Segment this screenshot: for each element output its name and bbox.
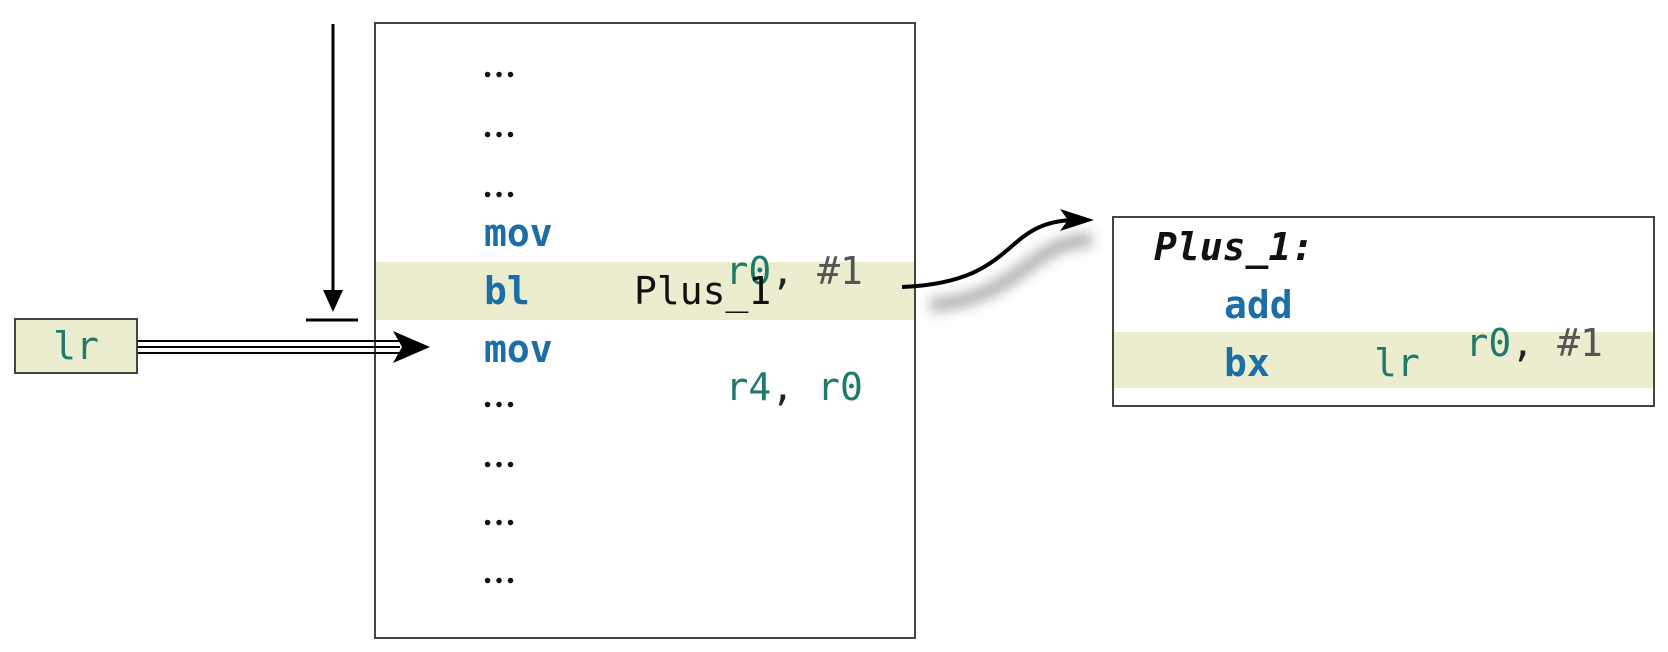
subroutine-box: Plus_1: add r0, #1 bx lr	[1112, 216, 1655, 407]
operand-separator: ,	[771, 249, 795, 293]
bl-opcode: bl	[484, 269, 530, 313]
return-address-arrow	[138, 331, 430, 363]
branch-arrow-shadow	[929, 233, 1093, 312]
operand-immediate: #1	[817, 249, 863, 293]
bl-target-label: Plus_1	[634, 269, 772, 313]
bx-highlight-band	[1114, 332, 1653, 388]
program-counter-arrow	[306, 24, 358, 322]
bx-operand-lr: lr	[1374, 341, 1420, 385]
mov-operands-1: r0, #1	[634, 214, 863, 328]
link-register-label: lr	[53, 324, 99, 368]
operand-r0: r0	[725, 249, 772, 293]
operand-r4: r4	[725, 365, 772, 409]
subroutine-label: Plus_1:	[1154, 225, 1315, 269]
code-ellipsis-1: …	[482, 48, 516, 85]
operand-r0: r0	[1465, 321, 1512, 365]
mov-opcode-2: mov	[484, 327, 553, 371]
mov-operands-2: r4, r0	[634, 330, 863, 444]
code-ellipsis-5: …	[482, 438, 516, 475]
code-ellipsis-6: …	[482, 496, 516, 533]
add-opcode: add	[1224, 283, 1293, 327]
branch-arrow	[901, 209, 1094, 289]
operand-immediate: #1	[1557, 321, 1603, 365]
bl-highlight-band	[376, 262, 914, 320]
mov-opcode-1: mov	[484, 211, 553, 255]
operand-separator: ,	[771, 365, 795, 409]
code-ellipsis-3: …	[482, 168, 516, 205]
code-ellipsis-2: …	[482, 108, 516, 145]
link-register-box: lr	[14, 318, 138, 374]
main-code-box: … … … mov r0, #1 bl Plus_1 mov r4, r0 … …	[374, 22, 916, 639]
bx-opcode: bx	[1224, 341, 1270, 385]
operand-r0: r0	[817, 365, 863, 409]
code-ellipsis-4: …	[482, 378, 516, 415]
code-ellipsis-7: …	[482, 554, 516, 591]
add-operands: r0, #1	[1374, 286, 1603, 400]
operand-separator: ,	[1511, 321, 1535, 365]
